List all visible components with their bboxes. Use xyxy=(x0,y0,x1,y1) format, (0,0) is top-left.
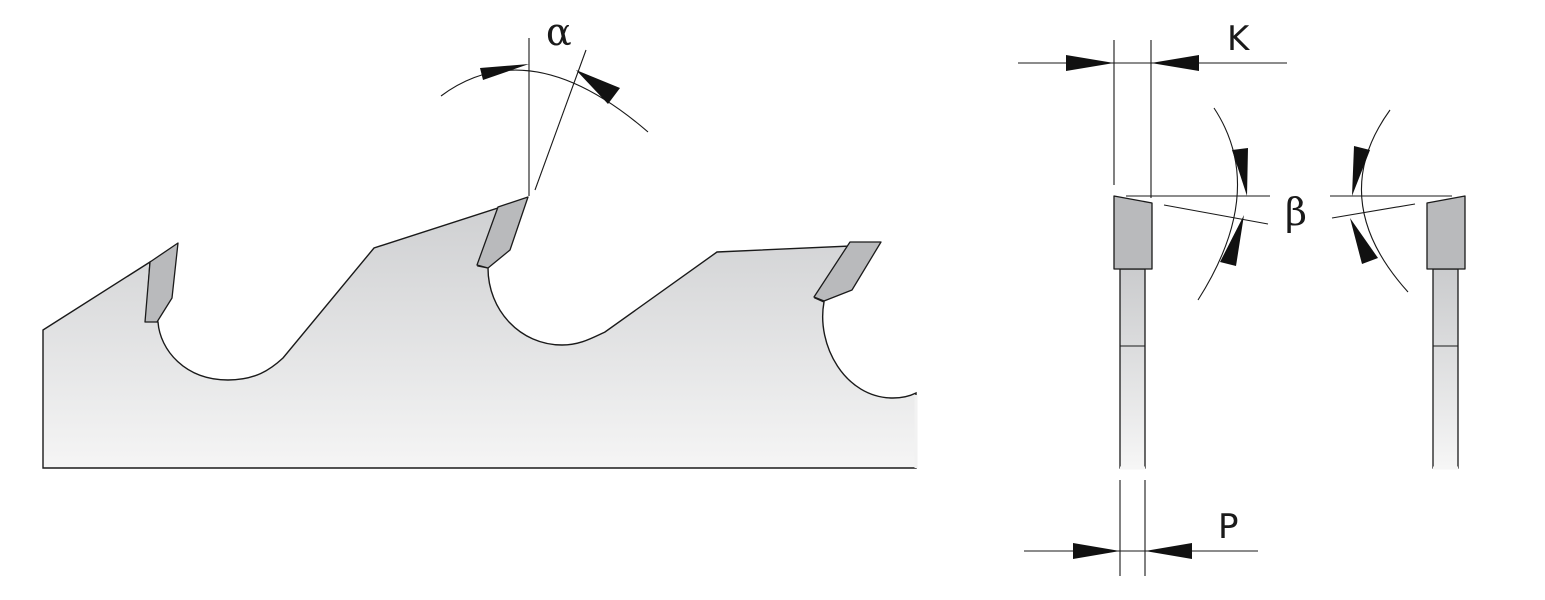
beta-arrowhead-lower-left xyxy=(1220,215,1244,266)
hook-angle-indicator xyxy=(440,38,649,196)
alpha-arrowhead-right xyxy=(576,70,620,104)
carbide-tip-2 xyxy=(476,196,529,269)
kerf-arrowhead-left xyxy=(1066,55,1114,71)
beta-arrowhead-lower-right xyxy=(1350,218,1378,264)
right-carbide-tip xyxy=(1426,195,1466,270)
beta-arrowhead-upper-right xyxy=(1352,146,1370,196)
kerf-label: K xyxy=(1227,19,1251,59)
plate-thickness-label: P xyxy=(1218,507,1239,547)
beta-arrowhead-upper-left xyxy=(1232,148,1248,196)
kerf-arrowhead-right xyxy=(1151,55,1199,71)
carbide-tip-1 xyxy=(144,242,179,323)
carbide-tip-3 xyxy=(813,241,882,302)
kerf-dimension xyxy=(1018,40,1287,198)
blade-side-view: α xyxy=(41,10,918,470)
left-carbide-tip xyxy=(1113,195,1153,270)
hook-angle-label: α xyxy=(546,10,572,54)
plate-thickness-dimension xyxy=(1024,480,1258,576)
clearance-angle-indicator xyxy=(1126,107,1452,301)
blade-body xyxy=(42,206,917,469)
plate-arrowhead-left xyxy=(1073,543,1120,559)
tooth-front-view: K β xyxy=(1018,19,1466,576)
left-plate xyxy=(1119,268,1146,469)
clearance-angle-label: β xyxy=(1285,190,1307,234)
plate-arrowhead-right xyxy=(1145,543,1192,559)
alpha-arrowhead-left xyxy=(480,64,529,80)
right-plate xyxy=(1432,268,1459,469)
